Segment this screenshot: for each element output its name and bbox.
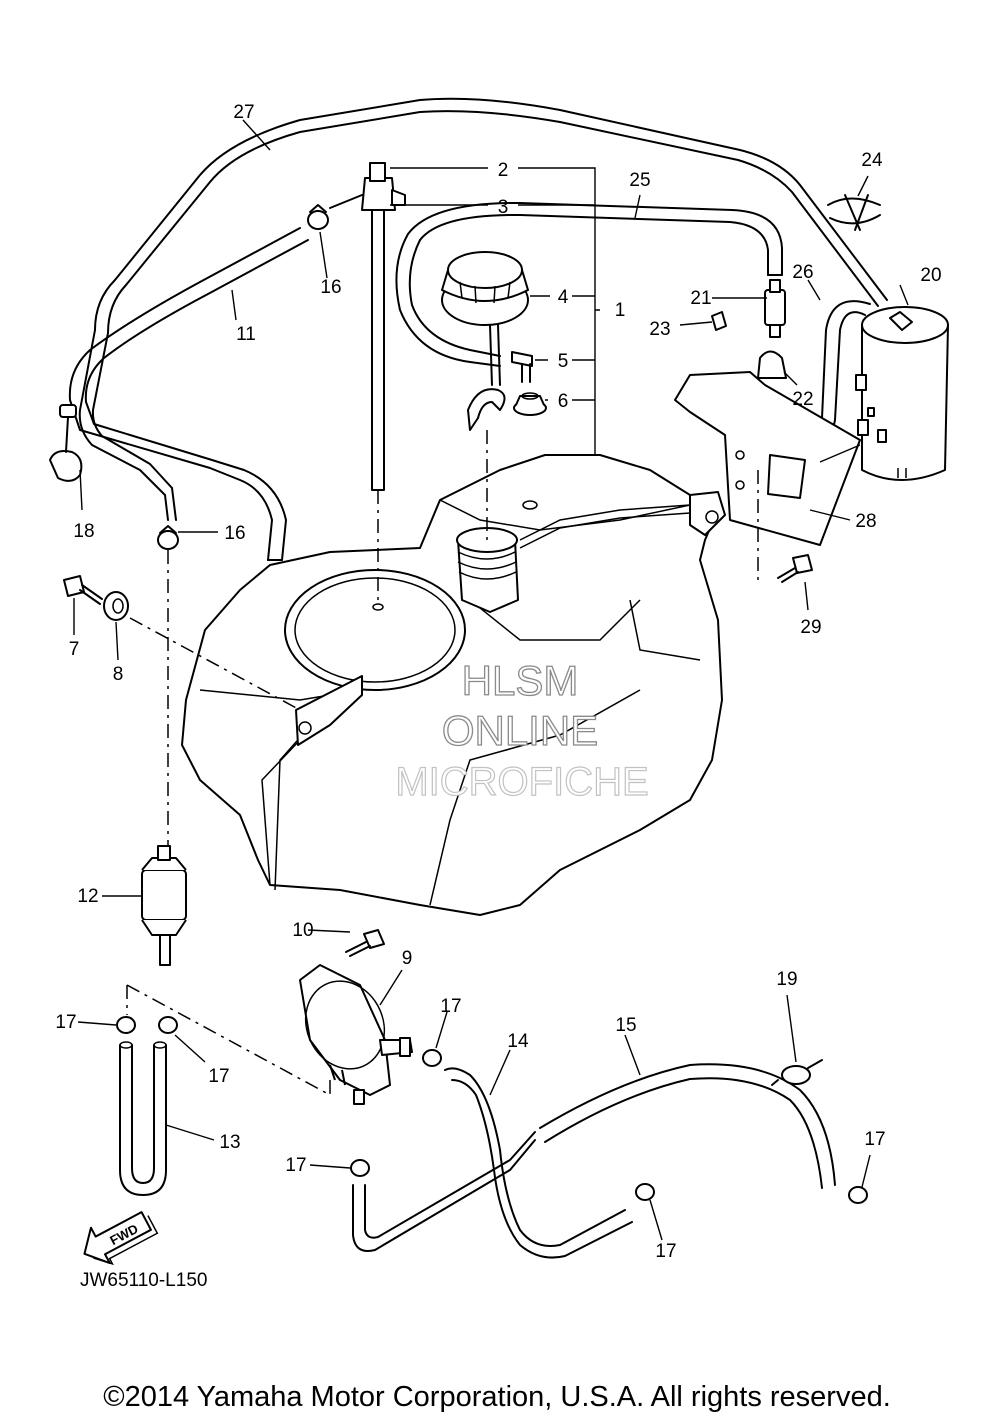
watermark-line3: MICROFICHE <box>395 760 648 804</box>
clamp-16-left <box>157 525 179 550</box>
clip-24 <box>827 194 881 231</box>
fwd-arrow-icon: FWD <box>83 1211 159 1266</box>
callout-10: 10 <box>292 920 313 941</box>
fitting-5 <box>511 351 533 383</box>
centerline-filter <box>126 984 331 1097</box>
hose-27 <box>78 97 888 521</box>
plate-28 <box>674 371 861 546</box>
leader-lines <box>73 119 909 1241</box>
watermark: HLSM ONLINE MICROFICHE <box>395 656 650 804</box>
callout-12: 12 <box>77 886 98 907</box>
callout-20: 20 <box>920 265 941 286</box>
canister-20 <box>855 306 949 481</box>
callout-17-b: 17 <box>208 1066 229 1087</box>
callout-18: 18 <box>73 521 94 542</box>
clamp-19 <box>771 1059 823 1086</box>
callout-19: 19 <box>776 969 797 990</box>
grommet-6 <box>513 392 547 416</box>
callout-8: 8 <box>113 664 124 685</box>
fuel-cap-4 <box>441 251 529 386</box>
bolt-10 <box>345 929 385 957</box>
callout-16-top: 16 <box>320 277 341 298</box>
callout-25: 25 <box>629 170 650 191</box>
callout-29: 29 <box>800 617 821 638</box>
callout-2: 2 <box>498 160 509 181</box>
callout-15: 15 <box>615 1015 636 1036</box>
hose-25 <box>395 201 783 367</box>
valve-21 <box>764 279 786 338</box>
callout-3: 3 <box>498 197 509 218</box>
callout-17-c: 17 <box>440 996 461 1017</box>
callout-4: 4 <box>558 287 569 308</box>
clamps-17-left <box>116 1016 178 1034</box>
bracket-22 <box>757 350 787 379</box>
callout-11: 11 <box>236 324 256 345</box>
callout-7: 7 <box>69 639 80 660</box>
fuel-filter-12 <box>141 845 187 966</box>
callout-21: 21 <box>690 288 711 309</box>
callout-17-f: 17 <box>864 1129 885 1150</box>
callout-26: 26 <box>792 262 813 283</box>
callout-16-left: 16 <box>224 523 245 544</box>
callout-27: 27 <box>233 102 254 123</box>
callout-17-d: 17 <box>285 1155 306 1176</box>
watermark-line2: ONLINE <box>442 707 598 754</box>
hose-13 <box>119 1041 167 1196</box>
fuel-tank <box>181 454 726 916</box>
copyright-notice: ©2014 Yamaha Motor Corporation, U.S.A. A… <box>103 1381 891 1413</box>
clamp-16-top <box>307 204 329 230</box>
callout-5: 5 <box>558 351 569 372</box>
collar-8 <box>103 591 129 621</box>
clamp-18 <box>49 404 83 482</box>
callout-6: 6 <box>558 391 569 412</box>
watermark-line1: HLSM <box>462 657 579 704</box>
callout-1: 1 <box>615 300 626 321</box>
cap-retainer <box>467 388 506 431</box>
figure-code: JW65110-L150 <box>80 1270 207 1291</box>
callout-17-a: 17 <box>55 1012 76 1033</box>
bolt-7 <box>63 575 103 605</box>
hose-11 <box>68 227 309 561</box>
callout-13: 13 <box>219 1132 240 1153</box>
screw-23 <box>711 311 727 331</box>
callout-28: 28 <box>855 511 876 532</box>
clamp-17-pump <box>350 1049 868 1204</box>
callout-14: 14 <box>507 1031 529 1052</box>
callout-24: 24 <box>861 150 883 171</box>
callout-22: 22 <box>792 389 813 410</box>
callout-9: 9 <box>402 948 413 969</box>
hose-15 <box>539 1063 836 1189</box>
callout-17-e: 17 <box>655 1241 676 1262</box>
centerline-bolt <box>129 617 301 711</box>
callout-labels: 1 2 3 4 5 6 7 8 9 10 11 12 13 14 15 16 1… <box>55 102 941 1262</box>
callout-23: 23 <box>649 319 670 340</box>
hose-14 <box>352 1067 633 1259</box>
bolt-29 <box>777 554 813 583</box>
fuel-pump-9 <box>299 964 413 1105</box>
pump-pickup <box>329 162 406 605</box>
